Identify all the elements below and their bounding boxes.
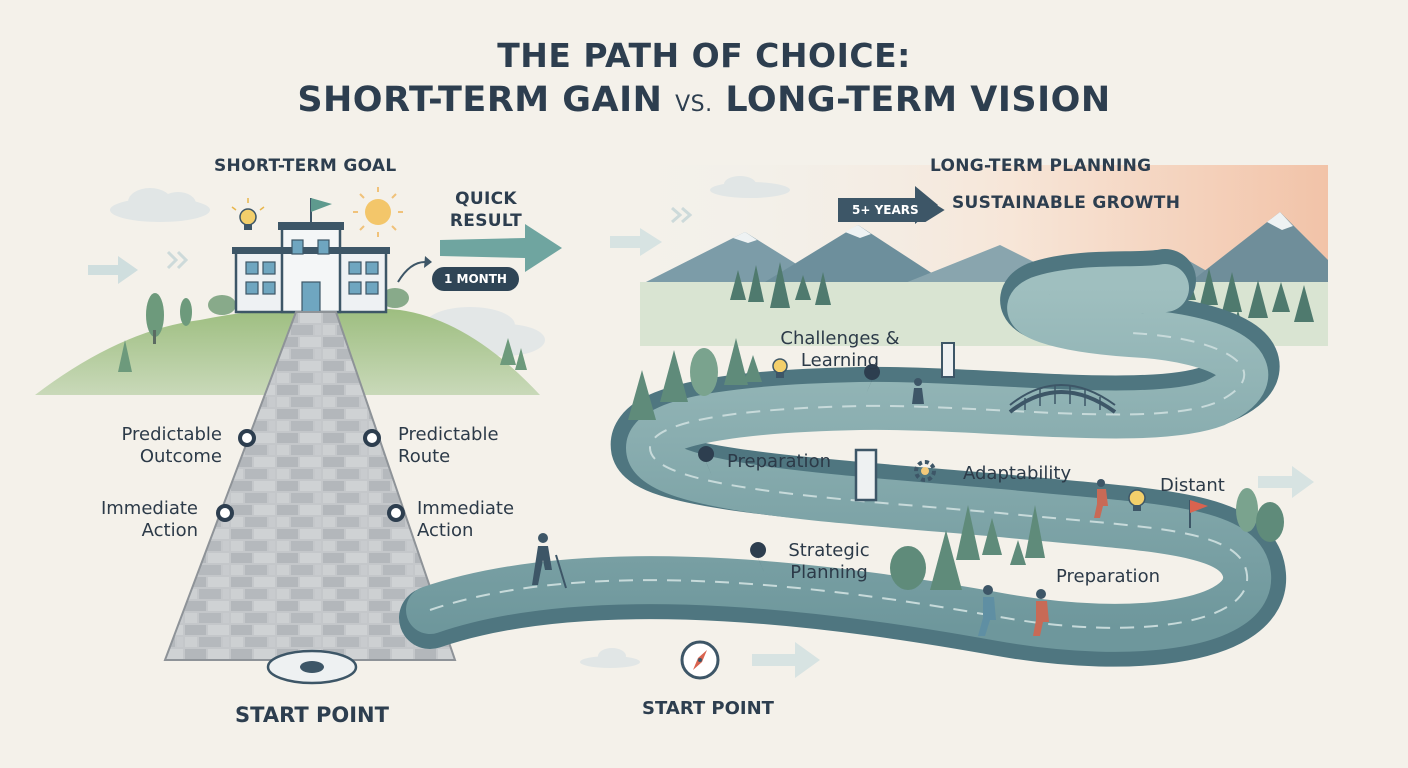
waypoint-marker [363,429,381,447]
chevron-right-icon [166,250,189,270]
stone-path [163,311,457,661]
flag-icon [1189,500,1208,528]
compass-icon [680,640,720,680]
location-pin-icon [864,364,881,394]
duration-badge-short: 1 MONTH [432,267,519,291]
label-predictable-route: Predictable Route [398,424,499,467]
start-point-right: START POINT [642,698,774,719]
chevron-right-icon [671,206,693,224]
arrow-icon [610,228,662,256]
lightbulb-icon [231,198,265,230]
quick-result-label: QUICK RESULT [436,188,536,232]
lightbulb-icon [1128,489,1146,511]
milestone-distant: Distant [1160,475,1225,496]
milestone-preparation-bottom: Preparation [1056,566,1160,587]
walker-icon [978,585,996,636]
waypoint-marker [387,504,405,522]
title-short-term: SHORT-TERM GAIN [297,80,676,120]
long-term-scene [399,165,1328,680]
location-pin-icon [698,446,715,476]
arrow-icon [88,256,138,284]
long-term-heading: LONG-TERM PLANNING [930,156,1152,176]
quick-result-arrow-icon [440,224,562,272]
title-vs: VS. [675,92,713,117]
bridge-icon [1008,384,1117,414]
tree-icon [118,293,527,372]
title-line-1: THE PATH OF CHOICE: [497,36,911,75]
start-target-icon [266,649,358,685]
arrowhead [424,256,432,268]
walker-icon [912,378,924,404]
title-long-term: LONG-TERM VISION [712,80,1111,120]
location-pin-icon [750,542,767,572]
quick-result-line1: QUICK [455,189,517,209]
walker-icon [532,533,567,589]
curved-arrow-icon [397,261,426,283]
waypoint-marker [238,429,256,447]
walker-icon [1094,479,1108,518]
start-point-left: START POINT [235,703,389,727]
bush-icon [208,288,409,315]
sustainable-growth-label: SUSTAINABLE GROWTH [952,193,1181,213]
milestone-preparation-top: Preparation [727,451,831,472]
milestone-adaptability: Adaptability [963,463,1072,484]
label-immediate-action-right: Immediate Action [417,498,515,541]
lightbulb-icon [772,358,788,378]
arrow-icon [752,642,820,678]
tree-icon [628,338,1284,590]
gear-icon [914,460,936,482]
arrow-icon [1258,466,1314,498]
sun-icon [353,187,403,237]
signpost-icon [854,342,955,502]
mountains [640,212,1328,290]
milestone-challenges-learning: Challenges & Learning [780,328,900,371]
cloud-icon [580,176,790,668]
building-icon [232,198,390,314]
label-immediate-action-left: Immediate Action [100,498,198,541]
label-predictable-outcome: Predictable Outcome [121,424,222,467]
quick-result-line2: RESULT [449,211,523,231]
short-term-scene [35,187,562,685]
walker-icon [1033,589,1049,636]
milestone-strategic-planning: Strategic Planning [788,540,870,583]
title-line-2: SHORT-TERM GAIN VS. LONG-TERM VISION [0,80,1408,120]
waypoint-marker [216,504,234,522]
duration-badge-long: 5+ YEARS [838,198,945,222]
cloud-icon [110,188,210,222]
short-term-heading: SHORT-TERM GOAL [214,156,397,176]
